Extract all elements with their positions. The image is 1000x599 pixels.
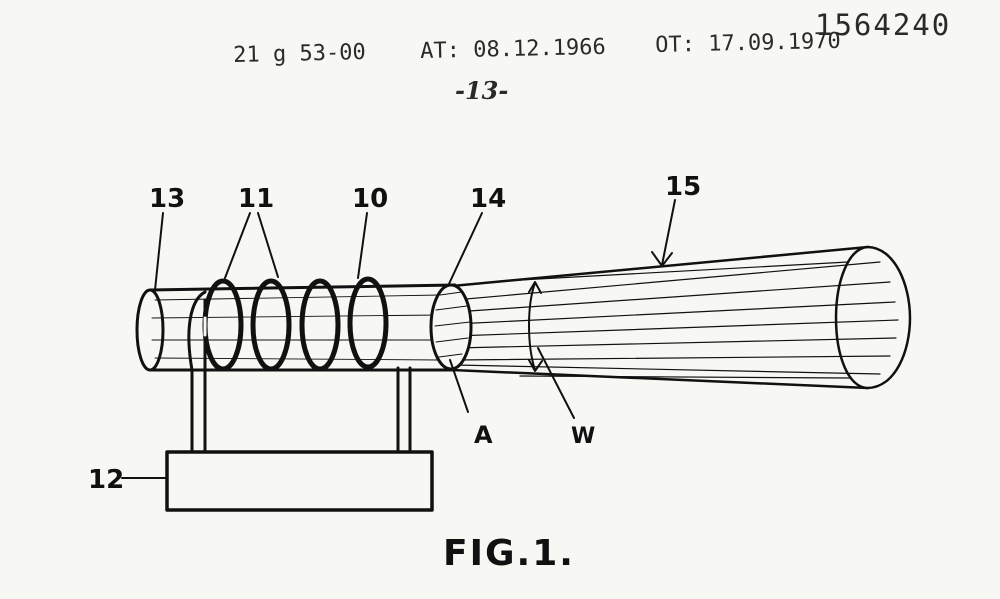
pump-coil <box>205 279 386 369</box>
light-beam <box>452 247 910 388</box>
rod-face <box>431 285 471 369</box>
label-14: 14 <box>470 184 506 214</box>
label-w: W <box>571 424 595 449</box>
label-10: 10 <box>352 184 388 214</box>
label-12: 12 <box>88 465 124 495</box>
label-15: 15 <box>665 172 701 202</box>
figure-caption: FIG.1. <box>443 533 575 574</box>
power-supply-block <box>167 452 432 510</box>
label-a: A <box>474 421 493 449</box>
divergence-arrow <box>529 282 542 371</box>
label-13: 13 <box>149 184 185 214</box>
label-11: 11 <box>238 184 274 214</box>
